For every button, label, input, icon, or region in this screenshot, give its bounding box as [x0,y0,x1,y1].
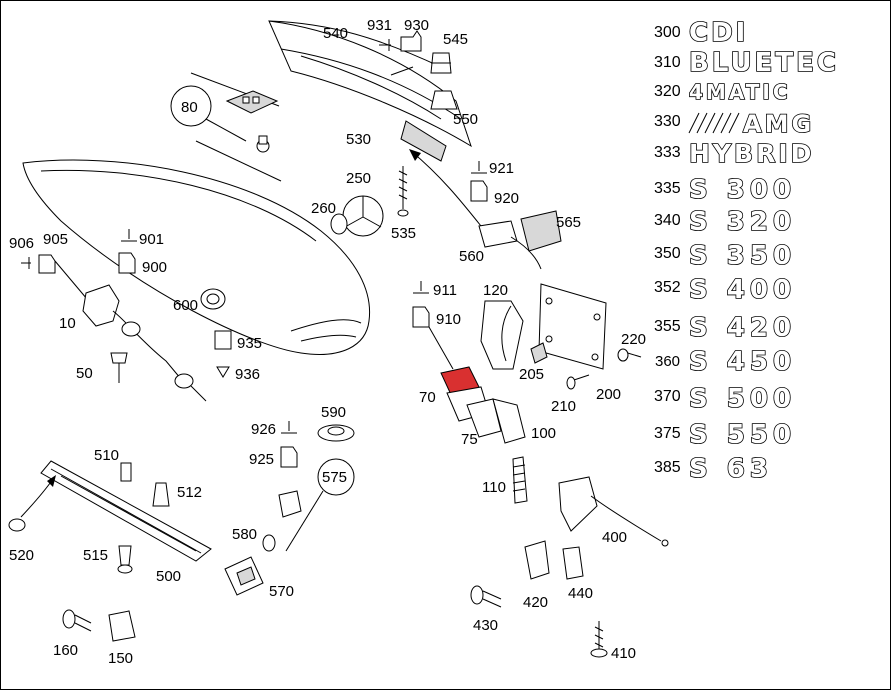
badge-text-s500: S 500 [689,384,796,414]
label-545: 545 [443,31,468,48]
label-150: 150 [108,650,133,667]
badge-code-330: 330 [654,113,681,130]
label-560: 560 [459,248,484,265]
label-160: 160 [53,642,78,659]
part-80-group [170,72,282,182]
switch-560 [470,161,562,270]
label-80: 80 [181,99,198,116]
label-930: 930 [404,17,429,34]
label-901: 901 [139,231,164,248]
label-50: 50 [76,365,93,382]
label-550: 550 [453,111,478,128]
label-936: 936 [235,366,260,383]
lock-10 [21,229,207,402]
strip-500 [8,460,212,574]
label-926: 926 [251,421,276,438]
label-920: 920 [494,190,519,207]
badge-text-s400: S 400 [689,275,796,305]
badge-code-335: 335 [654,180,681,197]
badge-list: 300 CDI 310 BLUETEC 320 4MATIC 330 AMG 3… [654,17,839,485]
badge-code-355: 355 [654,318,681,335]
label-600: 600 [173,297,198,314]
star-250 [330,166,409,237]
badge-text-s420: S 420 [689,313,796,343]
badge-code-385: 385 [654,459,681,476]
label-210: 210 [551,398,576,415]
grommet-600 [200,288,232,378]
label-420: 420 [523,594,548,611]
label-515: 515 [83,547,108,564]
label-905: 905 [43,231,68,248]
amg-stripes [688,112,740,134]
clip-931-930-545 [379,30,458,110]
badge-text-s300: S 300 [689,175,796,205]
label-510: 510 [94,447,119,464]
label-400: 400 [602,529,627,546]
label-535: 535 [391,225,416,242]
label-70: 70 [419,389,436,406]
bracket-120 [480,283,642,390]
label-10: 10 [59,315,76,332]
label-205: 205 [519,366,544,383]
label-931: 931 [367,17,392,34]
badge-code-310: 310 [654,54,681,71]
label-200: 200 [596,386,621,403]
label-410: 410 [611,645,636,662]
actuator-575 [224,421,355,596]
label-911: 911 [433,282,457,299]
badge-code-320: 320 [654,83,681,100]
label-520: 520 [9,547,34,564]
label-906: 906 [9,235,34,252]
label-910: 910 [436,311,461,328]
badge-text-4matic: 4MATIC [689,80,791,104]
label-220: 220 [621,331,646,348]
label-921: 921 [489,160,514,177]
label-590: 590 [321,404,346,421]
label-530: 530 [346,131,371,148]
badge-text-cdi: CDI [689,18,748,48]
lower-right-parts [470,456,669,658]
label-580: 580 [232,526,257,543]
label-430: 430 [473,617,498,634]
badge-code-300: 300 [654,24,681,41]
label-935: 935 [237,335,262,352]
label-925: 925 [249,451,274,468]
label-440: 440 [568,585,593,602]
label-110: 110 [482,479,506,496]
label-512: 512 [177,484,202,501]
label-575: 575 [322,469,347,486]
label-570: 570 [269,583,294,600]
label-120: 120 [483,282,508,299]
label-75: 75 [461,431,478,448]
label-500: 500 [156,568,181,585]
switch-70 [412,281,526,444]
label-360-dup: 360 [655,353,680,370]
label-100: 100 [531,425,556,442]
label-565: 565 [556,214,581,231]
label-250: 250 [346,170,371,187]
part-labels: 80 540 931 930 545 550 530 921 920 250 2… [9,17,680,667]
badge-text-amg: AMG [743,110,814,138]
badge-code-340: 340 [654,212,681,229]
fasteners-160-150 [62,609,136,642]
badge-text-s450: S 450 [689,347,796,377]
badge-code-370: 370 [654,388,681,405]
badge-code-333: 333 [654,144,681,161]
badge-text-s320: S 320 [689,207,796,237]
badge-code-375: 375 [654,425,681,442]
badge-text-s550: S 550 [689,420,796,450]
badge-text-hybrid: HYBRID [689,139,814,168]
badge-text-s350: S 350 [689,241,796,271]
badge-text-bluetec: BLUETEC [689,48,839,78]
label-540: 540 [323,25,348,42]
badge-code-352: 352 [654,279,681,296]
badge-code-350: 350 [654,245,681,262]
label-260: 260 [311,200,336,217]
trunk-lid [22,159,371,355]
badge-text-s63: S 63 [689,454,773,484]
label-900: 900 [142,259,167,276]
